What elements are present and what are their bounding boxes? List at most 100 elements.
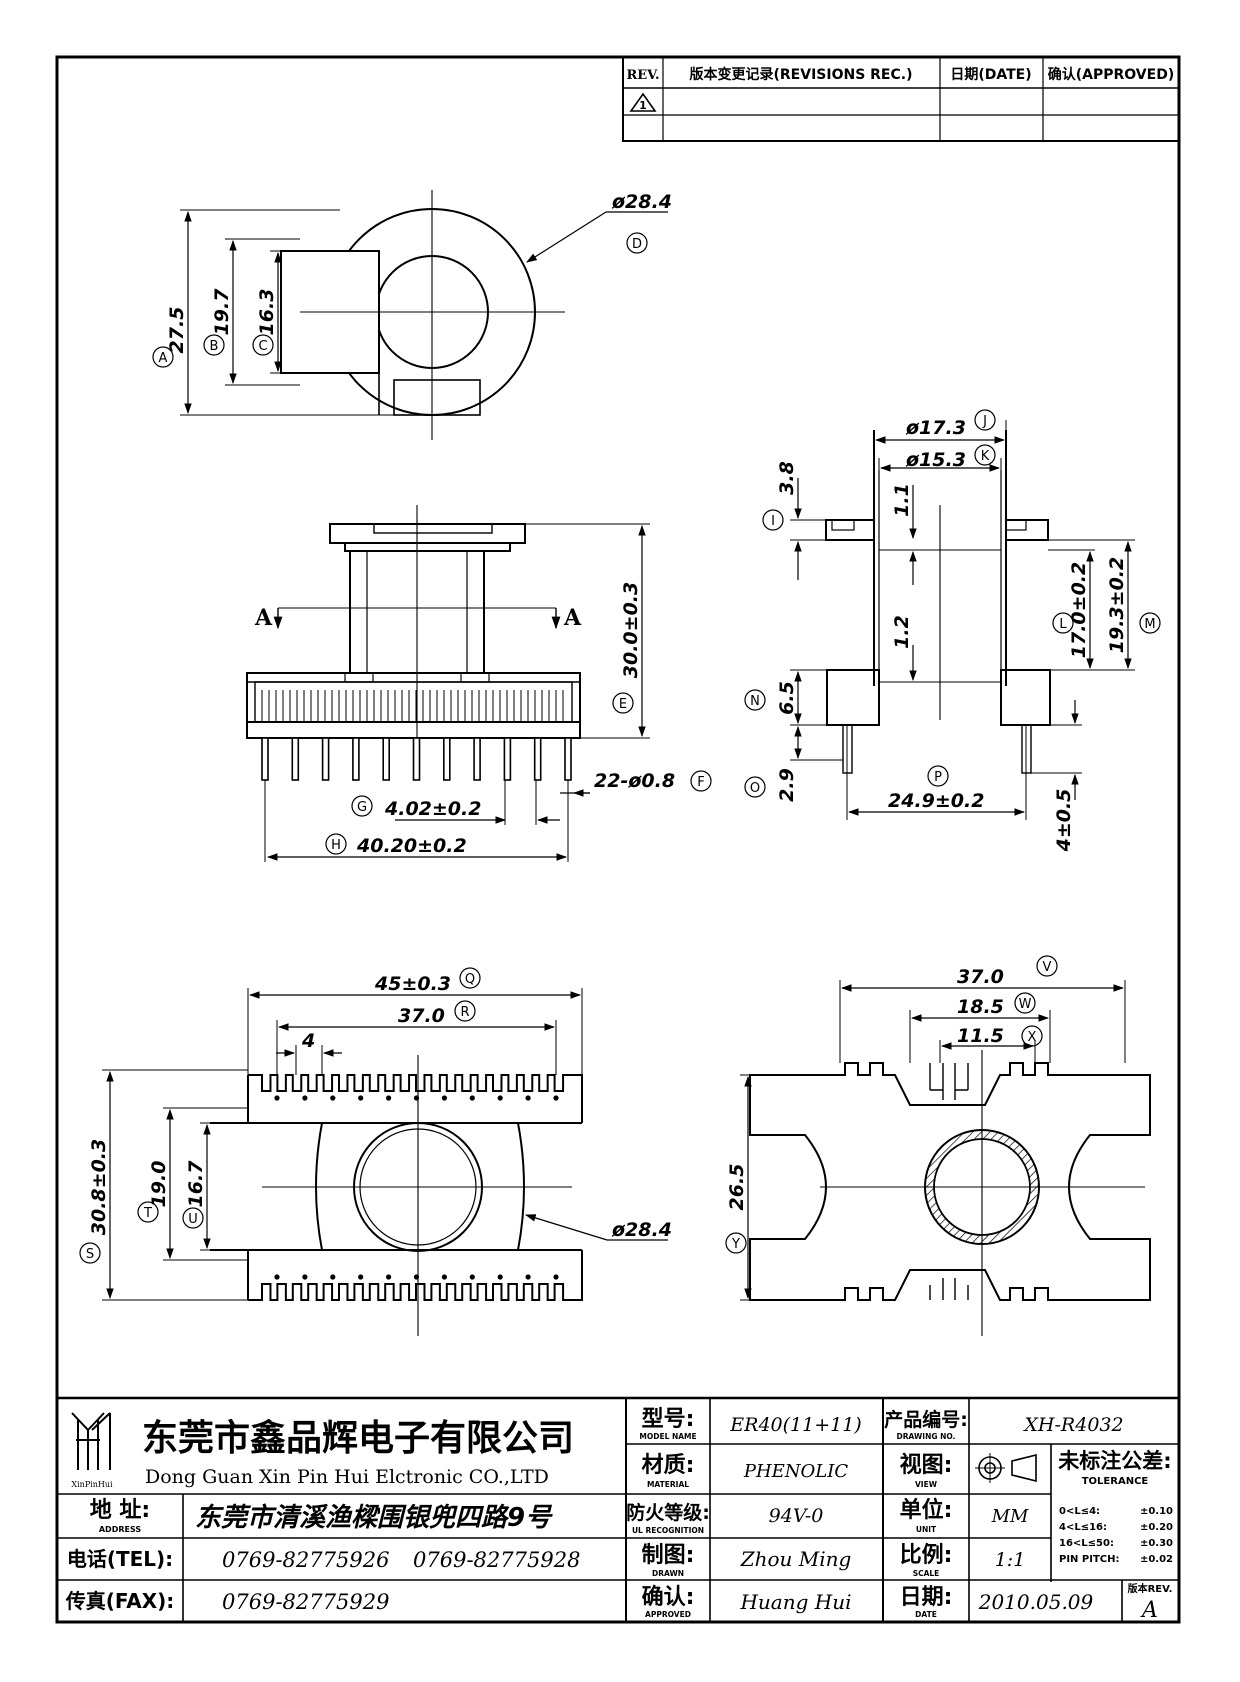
bottom-right-inner-label: 11.5 [957, 1025, 1004, 1047]
top-view-tag-d: D [626, 232, 648, 254]
top-view-tag-a: A [152, 346, 174, 368]
front-view-pin [412, 737, 421, 781]
top-view-dim-b-label: 19.7 [211, 288, 233, 336]
address-value: 东莞市清溪渔樑围银兜四路9号 [195, 1503, 553, 1533]
tolerance-value-4: ±0.02 [1140, 1554, 1173, 1565]
side-view-flange-dia-label: ø17.3 [905, 417, 966, 439]
company-name-cn: 东莞市鑫品辉电子有限公司 [142, 1418, 574, 1459]
drawing-no-value: XH-R4032 [1022, 1414, 1123, 1436]
tolerance-title-en: TOLERANCE [1082, 1476, 1149, 1487]
front-view-pin [473, 737, 481, 781]
model-value: ER40(11+11) [729, 1414, 861, 1436]
drawing-no-label: 产品编号: [884, 1408, 968, 1431]
front-view-pin [291, 737, 300, 781]
front-view-span-label: 40.20±0.2 [356, 835, 467, 857]
ul-label: 防火等级: [626, 1501, 710, 1524]
drawing-no-label-en: DRAWING NO. [897, 1432, 956, 1441]
pin-dot-top [358, 1095, 364, 1101]
svg-text:E: E [619, 697, 627, 712]
material-label: 材质: [642, 1453, 695, 1478]
svg-text:P: P [934, 770, 942, 785]
svg-text:X: X [1028, 1030, 1037, 1045]
bottom-right-tag-v: V [1036, 955, 1058, 977]
pin-dot-top [413, 1095, 420, 1101]
side-view-tag-p: P [927, 765, 949, 787]
svg-text:U: U [188, 1212, 198, 1227]
drawn-value: Zhou Ming [740, 1547, 852, 1571]
side-view-base-h-label: 6.5 [776, 681, 798, 715]
view-label: 视图: [900, 1452, 953, 1478]
svg-text:K: K [981, 449, 990, 464]
pin-dot-bottom [413, 1274, 420, 1280]
model-label: 型号: [642, 1407, 695, 1432]
tolerance-range-2: 4<L≤16: [1059, 1522, 1107, 1533]
front-view-section-right: A [563, 605, 582, 631]
bottom-right-tag-x: X [1021, 1025, 1043, 1047]
pin-dot-top [330, 1095, 336, 1101]
scale-label-en: SCALE [913, 1569, 940, 1578]
svg-text:M: M [1144, 617, 1155, 632]
material-value: PHENOLIC [743, 1461, 849, 1482]
bottom-right-view [740, 980, 1151, 1336]
top-view-dim-a-label: 27.5 [166, 307, 188, 354]
pin-dot-top [441, 1095, 447, 1101]
tolerance-title: 未标注公差: [1058, 1449, 1171, 1473]
bottom-view-tag-r: R [454, 1000, 476, 1022]
bottom-view-tag-s: S [79, 1242, 101, 1264]
side-view-wall-top-label: 1.1 [891, 483, 913, 517]
side-view-tag-k: K [974, 444, 996, 466]
front-view-tag-g: G [351, 795, 373, 817]
pin-dot-bottom [386, 1274, 392, 1280]
sheet-border [55, 55, 1181, 1624]
unit-label: 单位: [900, 1497, 953, 1523]
front-view-pin [382, 737, 391, 781]
svg-text:B: B [210, 339, 219, 354]
svg-text:L: L [1059, 617, 1067, 632]
svg-text:S: S [86, 1247, 94, 1262]
rev-value: A [1140, 1598, 1158, 1623]
bottom-view-pitch-label: 4 [301, 1030, 315, 1052]
view-label-en: VIEW [915, 1480, 938, 1489]
date-value: 2010.05.09 [978, 1590, 1094, 1614]
top-view-tag-c: C [252, 334, 274, 356]
svg-text:Y: Y [731, 1237, 740, 1252]
unit-label-en: UNIT [916, 1525, 937, 1534]
date-label: 日期: [900, 1585, 953, 1610]
svg-text:W: W [1019, 997, 1032, 1012]
company-logo [71, 1412, 111, 1470]
bottom-right-tag-y: Y [725, 1232, 747, 1254]
ul-value: 94V-0 [769, 1505, 824, 1527]
svg-text:N: N [750, 694, 760, 709]
svg-text:G: G [357, 800, 367, 815]
top-view-tag-b: B [203, 334, 225, 356]
pin-dot-top [497, 1095, 503, 1101]
front-view-height-label: 30.0±0.3 [620, 582, 642, 678]
drawn-label: 制图: [642, 1543, 695, 1568]
pin-dot-bottom [525, 1274, 531, 1280]
ul-label-en: UL RECOGNITION [632, 1526, 704, 1535]
tolerance-value-2: ±0.20 [1140, 1522, 1173, 1533]
front-view-pin [321, 737, 330, 781]
bottom-right-tag-w: W [1014, 992, 1036, 1014]
bottom-right-outline [749, 1062, 1151, 1301]
bottom-view-dia-label: ø28.4 [611, 1219, 672, 1241]
pin-dot-bottom [497, 1274, 503, 1280]
pin-dot-bottom [274, 1274, 280, 1280]
svg-text:F: F [697, 775, 704, 790]
side-view-row-span-label: 24.9±0.2 [888, 790, 984, 812]
pin-dot-bottom [330, 1274, 336, 1280]
bottom-right-width-label: 37.0 [957, 966, 1004, 988]
rev-label: 版本REV. [1128, 1582, 1173, 1595]
side-view-tag-o: O [744, 776, 766, 798]
scale-label: 比例: [900, 1543, 953, 1568]
bottom-view-tag-t: T [137, 1201, 159, 1223]
bottom-view-inner-label: 19.0 [148, 1161, 170, 1208]
bottom-view-tag-q: Q [459, 967, 481, 989]
tolerance-range-1: 0<L≤4: [1059, 1506, 1100, 1517]
rev-row1-number: 1 [639, 99, 647, 112]
company-name-en: Dong Guan Xin Pin Hui Elctronic CO.,LTD [145, 1466, 549, 1488]
tolerance-range-4: PIN PITCH: [1059, 1554, 1119, 1565]
bottom-view-slot-span-label: 37.0 [398, 1005, 445, 1027]
front-view-pins [261, 737, 572, 781]
approved-label: 确认: [642, 1584, 695, 1610]
